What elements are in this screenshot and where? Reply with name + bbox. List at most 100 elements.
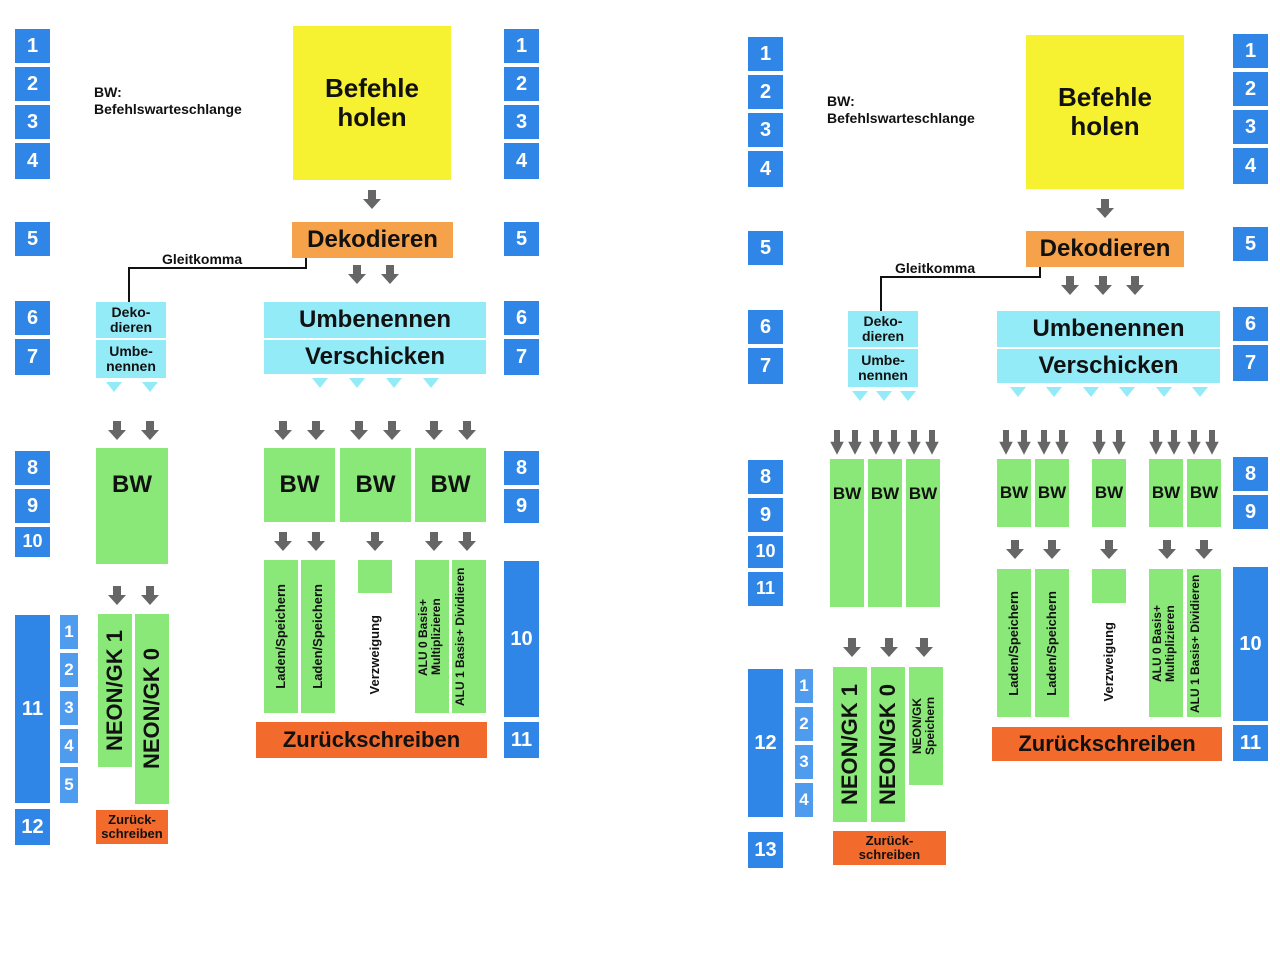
fp-issue-queue: BW [96,448,168,564]
cyan-arrow-icon [386,378,402,388]
branch-label-area: Verzweigung [358,596,392,713]
cyan-arrow-icon [1010,387,1026,397]
stage-number: 11 [1232,724,1269,762]
stage-number: 12 [747,668,784,818]
alu0-unit: ALU 0 Basis+ Multiplizieren [1149,569,1183,717]
branch-label-area: Verzweigung [1092,606,1126,717]
down-arrow-icon [1061,276,1079,296]
stage-number: 6 [14,300,51,336]
neon-stage-number: 3 [795,745,813,779]
cyan-arrow-icon [142,382,158,392]
fp-issue-queue: BW [868,459,902,607]
neon-stage-number: 2 [795,707,813,741]
float-label: Gleitkomma [895,260,976,276]
issue-queue: BW [415,448,486,522]
branch-label: Verzweigung [366,614,382,695]
down-arrow-icon [925,430,939,456]
stage-number: 10 [14,526,51,558]
cyan-arrow-icon [1156,387,1172,397]
down-arrow-icon [1096,199,1114,219]
issue-queue: BW [1187,459,1221,527]
stage-number: 2 [1232,71,1269,107]
load-store-unit: Laden/Speichern [264,560,298,713]
neon-stage-number: 1 [60,615,78,649]
cyan-arrow-icon [349,378,365,388]
stage-number: 9 [1232,494,1269,530]
alu1-label: ALU 1 Basis+ Dividieren [453,567,467,706]
down-arrow-icon [915,638,933,658]
neon-stage-number: 5 [60,767,78,803]
down-arrow-icon [1167,430,1181,456]
rename-box: Umbenennen [997,311,1220,347]
neon-stage-number: 4 [60,729,78,763]
stage-number: 7 [747,347,784,385]
issue-queue: BW [1035,459,1069,527]
fp-decode-box: Deko-dieren [96,302,166,338]
issue-queue: BW [340,448,411,522]
down-arrow-icon [848,430,862,456]
down-arrow-icon [1112,430,1126,456]
down-arrow-icon [425,532,443,552]
stage-number: 1 [747,36,784,72]
stage-number: 5 [747,230,784,266]
neon-store-unit: NEON/GK Speichern [909,667,943,785]
stage-number: 7 [1232,344,1269,382]
neon-unit-1: NEON/GK 1 [833,667,867,822]
cyan-arrow-icon [1192,387,1208,397]
down-arrow-icon [830,430,844,456]
stage-number: 4 [747,150,784,188]
load-store-label: Laden/Speichern [272,584,288,689]
stage-number: 11 [503,721,540,759]
down-arrow-icon [869,430,883,456]
stage-number: 6 [503,300,540,336]
down-arrow-icon [880,638,898,658]
stage-number: 1 [14,28,51,64]
stage-number: 8 [747,459,784,495]
down-arrow-icon [141,421,159,441]
branch-label: Verzweigung [1100,621,1116,702]
alu1-label: ALU 1 Basis+ Dividieren [1188,573,1202,713]
down-arrow-icon [366,532,384,552]
down-arrow-icon [425,421,443,441]
stage-number: 4 [503,142,540,180]
stage-number: 9 [503,488,540,524]
writeback-box: Zurückschreiben [256,722,487,758]
fp-decode-box: Deko-dieren [848,311,918,347]
down-arrow-icon [363,190,381,210]
neon-stage-number: 4 [795,783,813,817]
stage-number: 11 [747,571,784,607]
down-arrow-icon [1195,540,1213,560]
down-arrow-icon [274,421,292,441]
stage-number: 6 [747,309,784,345]
alu1-unit: ALU 1 Basis+ Dividieren [452,560,486,713]
stage-number: 1 [1232,33,1269,69]
connector-line [880,276,882,311]
fp-writeback-box: Zurück-schreiben [96,810,168,844]
down-arrow-icon [1037,430,1051,456]
down-arrow-icon [108,586,126,606]
load-store-label: Laden/Speichern [1005,590,1021,696]
bw-legend-text: Befehlswarteschlange [94,101,242,117]
load-store-unit: Laden/Speichern [997,569,1031,717]
branch-unit [1092,569,1126,603]
stage-number: 6 [1232,306,1269,342]
neon-stage-number: 2 [60,653,78,687]
down-arrow-icon [999,430,1013,456]
fp-issue-queue: BW [906,459,940,607]
stage-number: 13 [747,831,784,869]
down-arrow-icon [458,421,476,441]
stage-number: 8 [14,450,51,486]
stage-number: 4 [1232,147,1269,185]
cyan-arrow-icon [852,391,868,401]
stage-number: 10 [747,535,784,569]
down-arrow-icon [1094,276,1112,296]
float-label: Gleitkomma [162,251,243,267]
connector-line [880,276,1041,278]
alu0-label: ALU 0 Basis+ Multiplizieren [416,597,444,676]
neon1-label: NEON/GK 1 [836,683,862,806]
dispatch-box: Verschicken [997,349,1220,383]
cyan-arrow-icon [1046,387,1062,397]
stage-number: 2 [14,66,51,102]
neon-stage-number: 3 [60,691,78,725]
fp-writeback-box: Zurück-schreiben [833,831,946,865]
